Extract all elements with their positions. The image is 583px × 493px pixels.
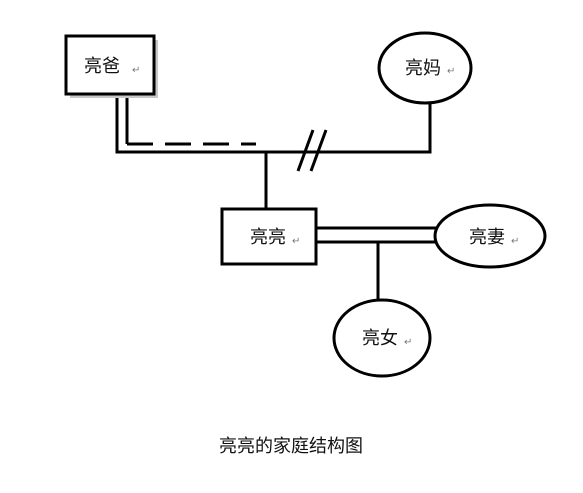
node-wife: 亮妻 ↵	[433, 203, 547, 269]
paragraph-mark-icon: ↵	[404, 337, 412, 348]
node-daughter: 亮女 ↵	[332, 298, 432, 378]
node-mother: 亮妈 ↵	[377, 31, 473, 105]
node-father: 亮爸 ↵	[64, 34, 158, 98]
divorce-mark-1	[296, 129, 315, 172]
paragraph-mark-icon: ↵	[511, 236, 519, 247]
node-self: 亮亮 ↵	[220, 207, 318, 266]
paragraph-mark-icon: ↵	[292, 236, 300, 247]
marriage-line-father-mother	[115, 94, 432, 154]
node-wife-label: 亮妻	[469, 227, 505, 248]
node-father-label: 亮爸	[84, 56, 120, 77]
node-self-label: 亮亮	[250, 227, 286, 248]
node-mother-label: 亮妈	[405, 58, 441, 79]
divorce-mark-2	[309, 129, 328, 172]
diagram-caption: 亮亮的家庭结构图	[219, 436, 363, 457]
paragraph-mark-icon: ↵	[447, 66, 455, 77]
paragraph-mark-icon: ↵	[132, 65, 140, 76]
node-daughter-label: 亮女	[362, 328, 398, 349]
